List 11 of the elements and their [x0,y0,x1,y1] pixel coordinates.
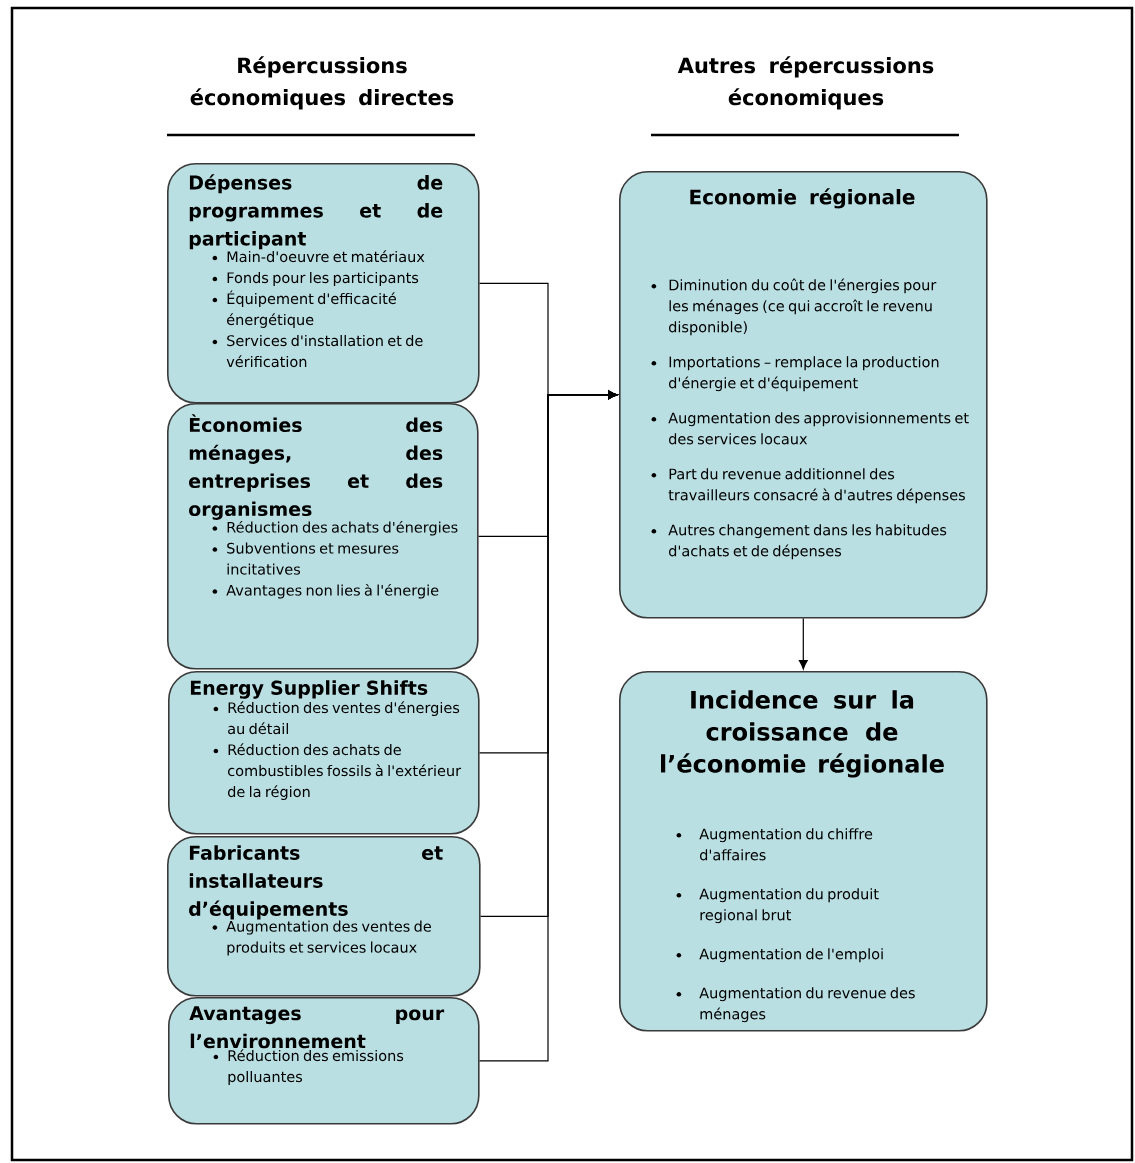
arrow [479,390,618,1062]
rounded-box: Energy Supplier Shifts Réduction des ventes d'énergies au détail Réduction des achats de combustibles fossils à l'extérieur de la région [168,671,480,835]
column-heading: Répercussions économiques directes [190,56,454,110]
arrow [798,618,808,670]
rounded-box: Dépenses de programmes et de participant Main-d'oeuvre et matériaux Fonds pour les participants Équipement d'efficacité énergétique Services d'installation et de vérification [167,163,480,404]
rounded-box: Economie régionale Diminution du coût de l'énergies pour les ménages (ce qui accroît le revenu disponible) Importations – remplace la production d'énergie et d'équipement Augmentation des approvisionnements et des services locaux Part du revenue additionnel des travailleurs consacré à d'autres dépenses Autres changement dans les habitudes d'achats et de dépenses [619,171,988,619]
rounded-box: Incidence sur la croissance de l’économie régionale Augmentation du chiffre d'affaires Augmentation du produit regional brut Augmentation de l'emploi Augmentation du revenue des ménages [619,671,988,1032]
rounded-box: Fabricants et installateurs d’équipements Augmentation des ventes de produits et services locaux [167,836,481,997]
rounded-box: Èconomies des ménages, des entreprises et des organismes Réduction des achats d'énergies Subventions et mesures incitatives Avantages non lies à l'énergie [167,403,479,670]
column-heading: Autres répercussions économiques [677,56,934,110]
rounded-box: Avantages pour l’environnement Réduction des emissions polluantes [168,997,480,1125]
